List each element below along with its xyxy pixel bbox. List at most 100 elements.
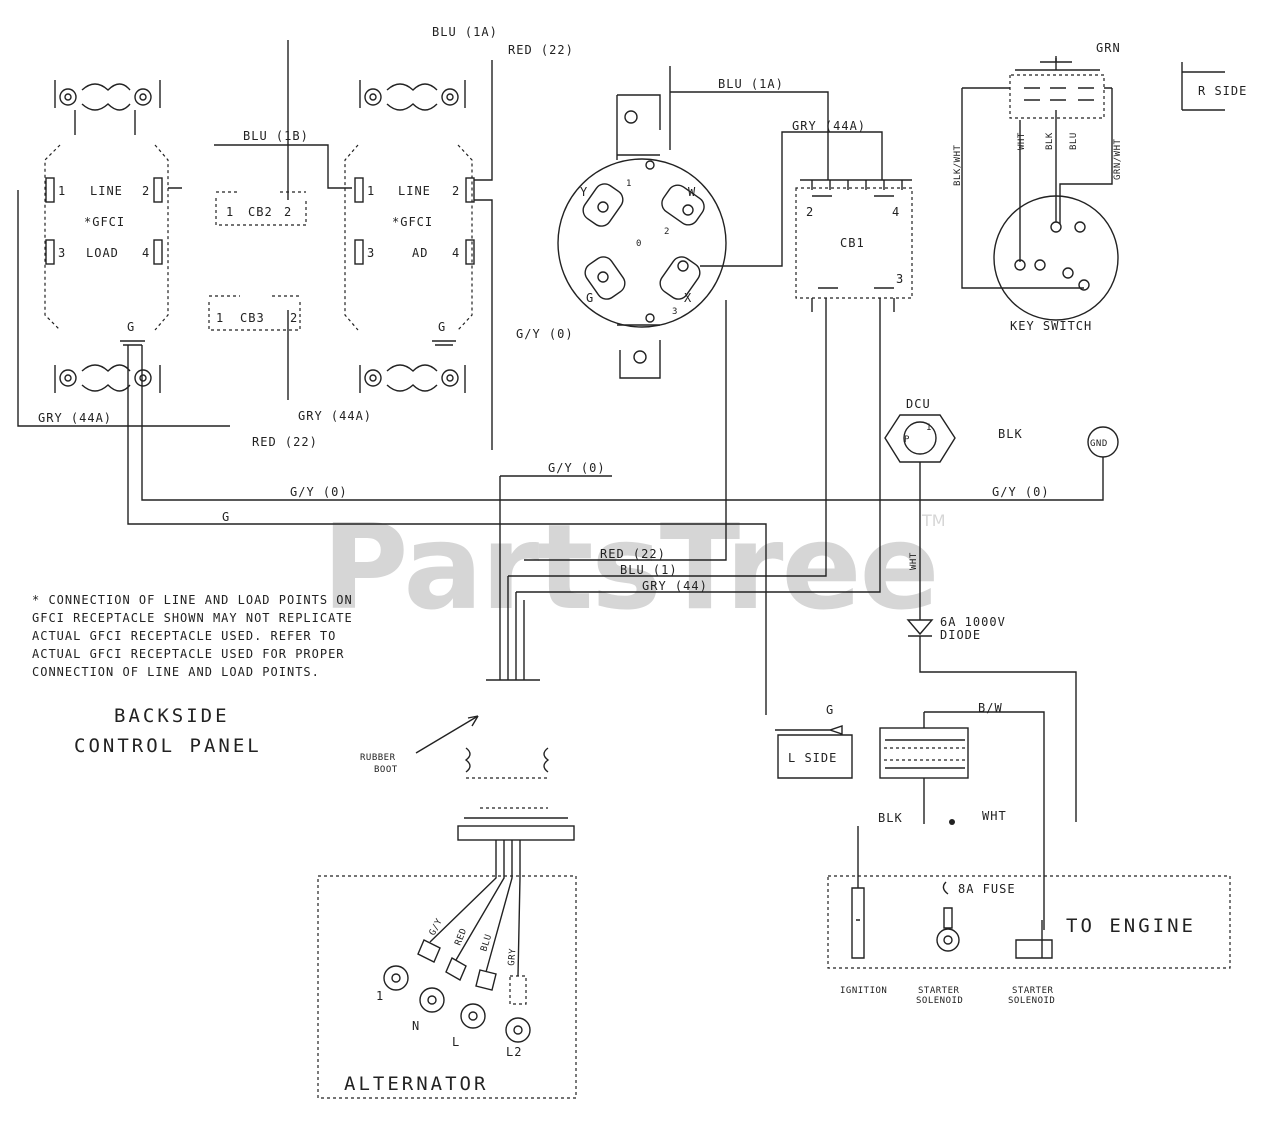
receptacle-slot-icon xyxy=(659,256,701,300)
terminal-4-label: 4 xyxy=(142,246,150,260)
wire-label-blu-1a: BLU (1A) xyxy=(432,25,498,39)
twist-lock-receptacle: Y W G X 1 2 3 0 xyxy=(557,94,727,379)
gfci-receptacle-left: 1 LINE 2 *GFCI 3 LOAD 4 G xyxy=(44,80,169,393)
terminal-2-label: 2 xyxy=(142,184,150,198)
mounting-ear-icon xyxy=(359,364,466,393)
ring-terminal-icon xyxy=(419,957,467,1013)
wire-label-wht-vert: WHT xyxy=(909,552,919,570)
wire-label-blu-1a-recept: BLU (1A) xyxy=(718,77,784,91)
alt-terminal-l1: L xyxy=(452,1035,460,1049)
mounting-ear-icon xyxy=(54,364,161,393)
wire-label-bw: B/W xyxy=(978,701,1003,715)
dcu-1-label: 1 xyxy=(926,423,932,433)
diode-rating: 6A 1000V xyxy=(940,615,1006,629)
watermark-text: PartsTree xyxy=(322,498,938,636)
note-line-5: CONNECTION OF LINE AND LOAD POINTS. xyxy=(32,665,320,679)
slot-y-label: Y xyxy=(580,185,588,199)
receptacle-slot-icon xyxy=(584,256,626,300)
wire-label-red-22-bundle: RED (22) xyxy=(600,547,666,561)
rubber-boot-label-1: RUBBER xyxy=(360,753,396,763)
wire-label-gry-44a-left: GRY (44A) xyxy=(38,411,112,425)
r-side-connector: R SIDE xyxy=(1181,62,1247,111)
wire-label-blk-eng: BLK xyxy=(878,811,903,825)
note-line-3: ACTUAL GFCI RECEPTACLE USED. REFER TO xyxy=(32,629,336,643)
cb2-terminal-2: 2 xyxy=(284,205,292,219)
pin-0-label: 0 xyxy=(636,239,642,249)
slot-g-label: G xyxy=(586,291,594,305)
mounting-ear-icon xyxy=(54,80,161,135)
wires xyxy=(17,40,1113,977)
wire-label-gry-44a-mid: GRY (44A) xyxy=(298,409,372,423)
alternator-box: ALTERNATOR 1 N L L2 G/Y RED BLU GRY xyxy=(317,875,577,1099)
cb2-label: CB2 xyxy=(248,205,273,219)
note-line-4: ACTUAL GFCI RECEPTACLE USED FOR PROPER xyxy=(32,647,345,661)
backside-label-1: BACKSIDE xyxy=(114,705,230,727)
wire-label-gy-0-right: G/Y (0) xyxy=(992,485,1050,499)
slot-x-label: X xyxy=(684,291,692,305)
junction-dot xyxy=(949,819,955,825)
cb3-terminal-1: 1 xyxy=(216,311,224,325)
wire-label-blu-1-bundle: BLU (1) xyxy=(620,563,678,577)
cb2-terminal-1: 1 xyxy=(226,205,234,219)
gfci-label: *GFCI xyxy=(84,215,125,229)
terminal-1-label: 1 xyxy=(367,184,375,198)
alt-wire-red: RED xyxy=(454,927,470,947)
mounting-ear-icon xyxy=(359,80,466,111)
terminal-1-label: 1 xyxy=(58,184,66,198)
wire-label-g-bus: G xyxy=(222,510,230,524)
l-side-wire-g: G xyxy=(826,703,834,717)
terminal-4-label: 4 xyxy=(452,246,460,260)
fuse-holder xyxy=(879,712,969,824)
alt-terminal-1: 1 xyxy=(376,989,384,1003)
gfci-note: * CONNECTION OF LINE AND LOAD POINTS ON … xyxy=(32,593,353,679)
ground-terminal: GND xyxy=(1087,426,1119,458)
wire-label-red-22: RED (22) xyxy=(508,43,574,57)
wire-label-gy-0-recept: G/Y (0) xyxy=(516,327,574,341)
cb1-terminal-3: 3 xyxy=(896,272,904,286)
line-label: LINE xyxy=(90,184,123,198)
l-side-label: L SIDE xyxy=(788,751,837,765)
cb3-terminal-2: 2 xyxy=(290,311,298,325)
cb1-terminal-2: 2 xyxy=(806,205,814,219)
note-line-2: GFCI RECEPTACLE SHOWN MAY NOT REPLICATE xyxy=(32,611,353,625)
line-label: LINE xyxy=(398,184,431,198)
r-side-label: R SIDE xyxy=(1198,84,1247,98)
gnd-label: GND xyxy=(1090,439,1108,449)
wire-labels: BLU (1A) RED (22) BLU (1B) BLU (1A) GRY … xyxy=(38,25,1123,825)
circuit-breaker-cb3: 1 CB3 2 xyxy=(208,295,301,331)
dcu-module: DCU P 1 xyxy=(884,397,956,463)
backside-label-2: CONTROL PANEL xyxy=(74,735,262,757)
alternator-label: ALTERNATOR xyxy=(344,1073,488,1095)
load-label: AD xyxy=(412,246,428,260)
pin-3-label: 3 xyxy=(672,307,678,317)
note-line-1: * CONNECTION OF LINE AND LOAD POINTS ON xyxy=(32,593,353,607)
starter-solenoid-terminal-icon xyxy=(936,907,960,952)
wire-label-grn-wht: GRN/WHT xyxy=(1113,138,1123,180)
fuse-label: 8A FUSE xyxy=(958,882,1016,896)
pin-2-label: 2 xyxy=(664,227,670,237)
engine-connection-box: TO ENGINE 8A FUSE IGNITION STARTER SOLEN… xyxy=(827,875,1231,1006)
wire-label-blk-dcu: BLK xyxy=(998,427,1023,441)
ignition-label: IGNITION xyxy=(840,986,887,996)
dcu-p-label: P xyxy=(904,435,910,445)
alt-wire-gy: G/Y xyxy=(428,917,445,937)
cb1-label: CB1 xyxy=(840,236,865,250)
wire-label-grn: GRN xyxy=(1096,41,1121,55)
pin-1-label: 1 xyxy=(626,179,632,189)
key-switch-label: KEY SWITCH xyxy=(1010,319,1092,333)
gfci-receptacle-right: 1 LINE 2 *GFCI 3 AD 4 G xyxy=(344,80,475,393)
wire-label-gy-0-bus: G/Y (0) xyxy=(290,485,348,499)
terminal-2-label: 2 xyxy=(452,184,460,198)
wire-label-blk-key: BLK xyxy=(1045,132,1055,150)
receptacle-slot-icon xyxy=(661,184,705,226)
wire-label-blu-1b: BLU (1B) xyxy=(243,129,309,143)
watermark: PartsTree TM xyxy=(322,498,946,636)
ring-terminal-icon xyxy=(505,975,531,1043)
ring-terminal-icon xyxy=(383,939,441,991)
alt-wire-gry: GRY xyxy=(507,948,519,967)
receptacle-slot-icon xyxy=(582,183,624,227)
gfci-label: *GFCI xyxy=(392,215,433,229)
wire-label-blk-wht: BLK/WHT xyxy=(953,144,963,186)
ring-terminal-icon xyxy=(460,969,497,1029)
